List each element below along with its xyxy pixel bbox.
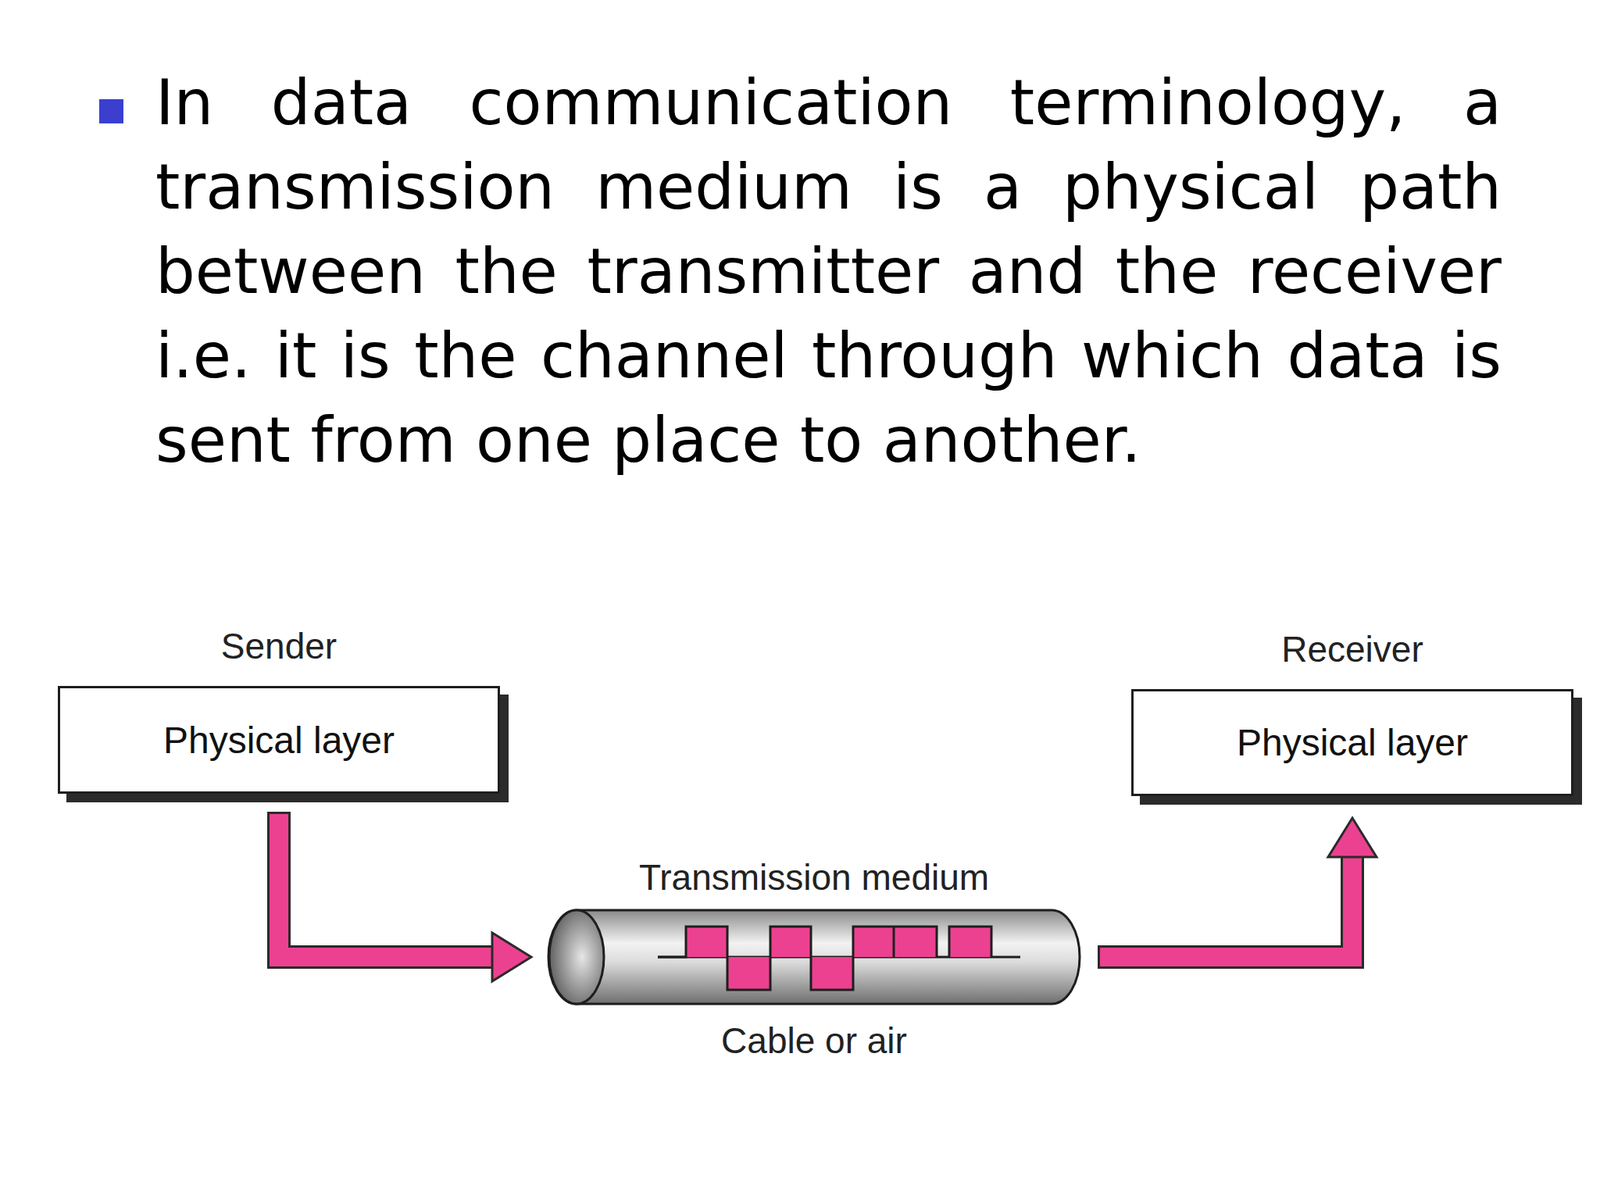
arrow-head bbox=[492, 932, 532, 982]
arrow-head bbox=[1328, 817, 1377, 858]
arrow-outline bbox=[278, 811, 494, 958]
bullet-text: In data communication terminology, a tra… bbox=[155, 60, 1502, 483]
flow-arrow bbox=[1097, 817, 1377, 958]
transmission-medium: Transmission mediumCable or air bbox=[546, 855, 1082, 1067]
arrow-shaft bbox=[278, 814, 494, 958]
physical-layer-box: SenderPhysical layer bbox=[57, 685, 500, 794]
medium-heading: Transmission medium bbox=[500, 855, 1129, 900]
physical-layer-box: ReceiverPhysical layer bbox=[1131, 689, 1574, 797]
flow-arrow bbox=[278, 811, 532, 982]
station-heading: Receiver bbox=[1102, 625, 1600, 673]
medium-caption: Cable or air bbox=[500, 1018, 1129, 1063]
layer-label: Physical layer bbox=[1236, 721, 1468, 765]
station-heading: Sender bbox=[28, 622, 529, 670]
arrow-shaft bbox=[1100, 855, 1353, 958]
bullet-square bbox=[99, 99, 124, 124]
arrow-outline bbox=[1097, 855, 1353, 958]
cable-cylinder bbox=[546, 907, 1082, 1007]
layer-label: Physical layer bbox=[163, 718, 395, 762]
